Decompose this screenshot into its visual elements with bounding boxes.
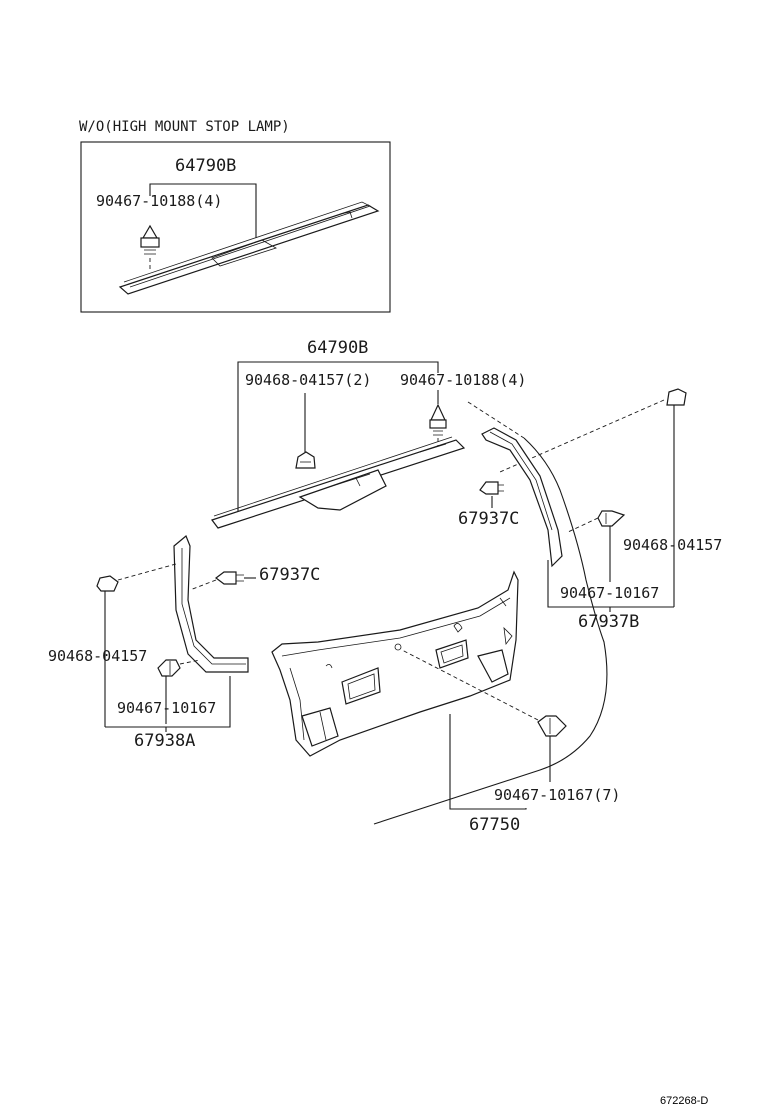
- garnish-push-clip-icon: [429, 403, 447, 436]
- garnish-label: 64790B: [307, 338, 368, 358]
- board-upper-recess: [435, 639, 469, 669]
- right-trim-strip: [481, 427, 563, 568]
- inset-part-label: 64790B: [175, 156, 236, 176]
- inset-heading: W/O(HIGH MOUNT STOP LAMP): [79, 119, 290, 135]
- diagram-reference-number: 672268-D: [660, 1095, 708, 1107]
- right-side-clip-label: 67937C: [458, 509, 519, 529]
- board-right-pocket: [477, 649, 509, 683]
- left-pin-dashline: [179, 659, 201, 665]
- left-cap-icon: [96, 575, 119, 592]
- garnish-leader-bracket: [237, 361, 439, 516]
- left-cap-dashline: [117, 563, 177, 581]
- board-bracket: [449, 714, 527, 810]
- inset-leader-bracket: [149, 183, 257, 238]
- right-trim-label: 67937B: [578, 612, 639, 632]
- board-left-pocket: [301, 707, 339, 747]
- right-cap-label: 90468-04157: [623, 536, 722, 554]
- inset-clip-label: 90467-10188(4): [96, 192, 222, 210]
- garnish-cap-clip-icon: [295, 451, 316, 469]
- garnish-clip-b-label: 90467-10188(4): [400, 371, 526, 389]
- right-pin-clip-icon: [597, 510, 626, 527]
- board-handle-recess: [341, 667, 381, 705]
- left-side-clip-label: 67937C: [259, 565, 320, 585]
- right-pin-dashline: [567, 517, 599, 533]
- left-side-clip-icon: [215, 571, 244, 585]
- garnish-clip-a-label: 90468-04157(2): [245, 371, 371, 389]
- left-trim-label: 67938A: [134, 731, 195, 751]
- left-trim-group: 90468-04157 67937C 90467-10167 67938A: [48, 535, 320, 751]
- board-label: 67750: [469, 815, 520, 835]
- right-trim-bracket: [547, 560, 674, 608]
- board-clip-icon: [537, 715, 567, 737]
- left-cap-label: 90468-04157: [48, 647, 147, 665]
- inset-clip-icon: [140, 224, 160, 255]
- inset-garnish-rail: [118, 201, 380, 295]
- back-door-outline: [373, 401, 608, 825]
- inset-panel: W/O(HIGH MOUNT STOP LAMP) 64790B 90467-1…: [79, 119, 391, 313]
- upper-garnish-group: 64790B 90468-04157(2) 90467-10188(4): [211, 338, 526, 529]
- left-side-clip-dashline: [189, 579, 217, 591]
- inset-frame: [80, 141, 391, 313]
- trim-board-group: 90467-10167(7) 67750: [271, 570, 620, 835]
- upper-garnish-rail: [211, 436, 466, 529]
- right-side-clip-icon: [479, 481, 504, 495]
- left-pin-clip-icon: [157, 659, 181, 677]
- right-trim-group: 67937C 90468-04157 90467-10167 67937B: [458, 388, 722, 632]
- right-pin-label: 90467-10167: [560, 584, 659, 602]
- board-clip-dashline: [401, 649, 539, 721]
- board-clip-label: 90467-10167(7): [494, 786, 620, 804]
- left-pin-label: 90467-10167: [117, 699, 216, 717]
- right-cap-icon: [666, 388, 687, 406]
- left-trim-bracket: [105, 676, 231, 728]
- trim-board-panel: [271, 570, 519, 757]
- left-trim-strip: [173, 535, 249, 673]
